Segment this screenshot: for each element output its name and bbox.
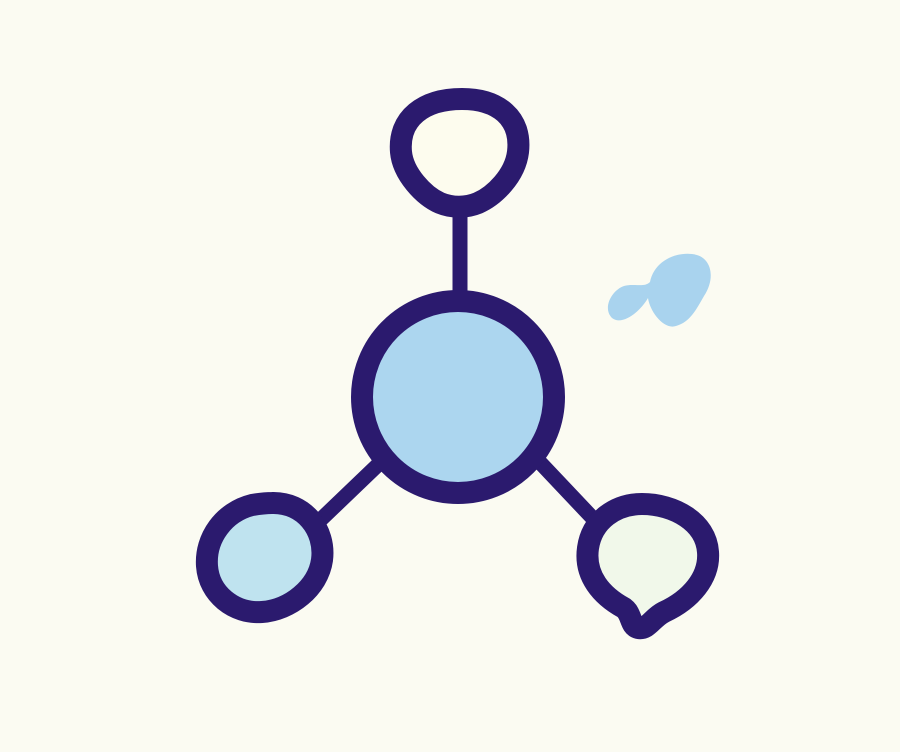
accent-blob [607,253,711,327]
left-atom [195,492,334,624]
center-atom [351,290,565,504]
right-atom [576,493,720,640]
bond-left [304,450,393,536]
top-atom [389,88,530,218]
